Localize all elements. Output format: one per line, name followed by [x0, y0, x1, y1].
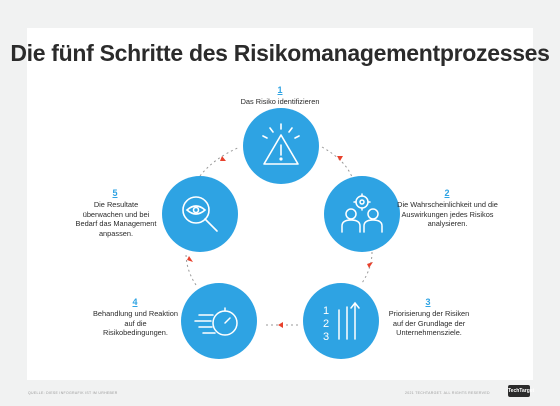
step-5-label: Die Resultate überwachen und bei Bedarf …	[75, 200, 157, 238]
stopwatch-speed-icon	[194, 307, 238, 336]
connector-4-5	[185, 252, 197, 286]
step-1-label: Das Risiko identifizieren	[240, 97, 320, 106]
step-1-number: 1	[277, 85, 283, 95]
step-5-number: 5	[112, 188, 118, 198]
step-4-number: 4	[132, 297, 138, 307]
arrow-2-3	[367, 262, 373, 268]
step-2-circle	[324, 176, 400, 252]
brand-logo: TechTarget	[508, 385, 534, 397]
infographic-card	[27, 28, 533, 380]
step-1-circle	[243, 108, 319, 184]
warning-triangle-icon	[262, 123, 300, 165]
svg-text:2: 2	[323, 318, 329, 330]
connector-2-3	[361, 251, 373, 284]
step-4-label: Behandlung und Reaktion auf die Risikobe…	[92, 309, 179, 337]
arrow-5-1	[220, 156, 226, 161]
arrow-1-2	[337, 156, 343, 161]
step-3-number: 3	[425, 297, 431, 307]
page-title: Die fünf Schritte des Risikomanagementpr…	[10, 40, 550, 66]
svg-text:3: 3	[323, 331, 329, 343]
step-3-circle: 1 2 3	[303, 283, 379, 359]
step-4-circle	[181, 283, 257, 359]
footer-source: QUELLE: DIESE INFOGRAFIK IST IM URHEBER	[28, 391, 118, 395]
svg-text:1: 1	[323, 305, 329, 317]
priority-list-icon: 1 2 3	[323, 301, 360, 343]
connector-5-1	[199, 146, 241, 177]
step-3-label: Priorisierung der Risiken auf der Grundl…	[388, 309, 470, 337]
step-5-circle	[162, 176, 238, 252]
step-2-number: 2	[444, 188, 450, 198]
footer-copyright: 2021 TECHTARGET. ALL RIGHTS RESERVED	[405, 391, 490, 395]
magnifier-eye-icon	[182, 196, 218, 232]
arrow-4-5	[187, 256, 193, 262]
team-gears-icon	[341, 193, 383, 233]
connector-1-2	[321, 146, 353, 178]
step-2-label: Die Wahrscheinlichkeit und die Auswirkun…	[397, 200, 498, 228]
arrow-3-4	[278, 322, 283, 328]
